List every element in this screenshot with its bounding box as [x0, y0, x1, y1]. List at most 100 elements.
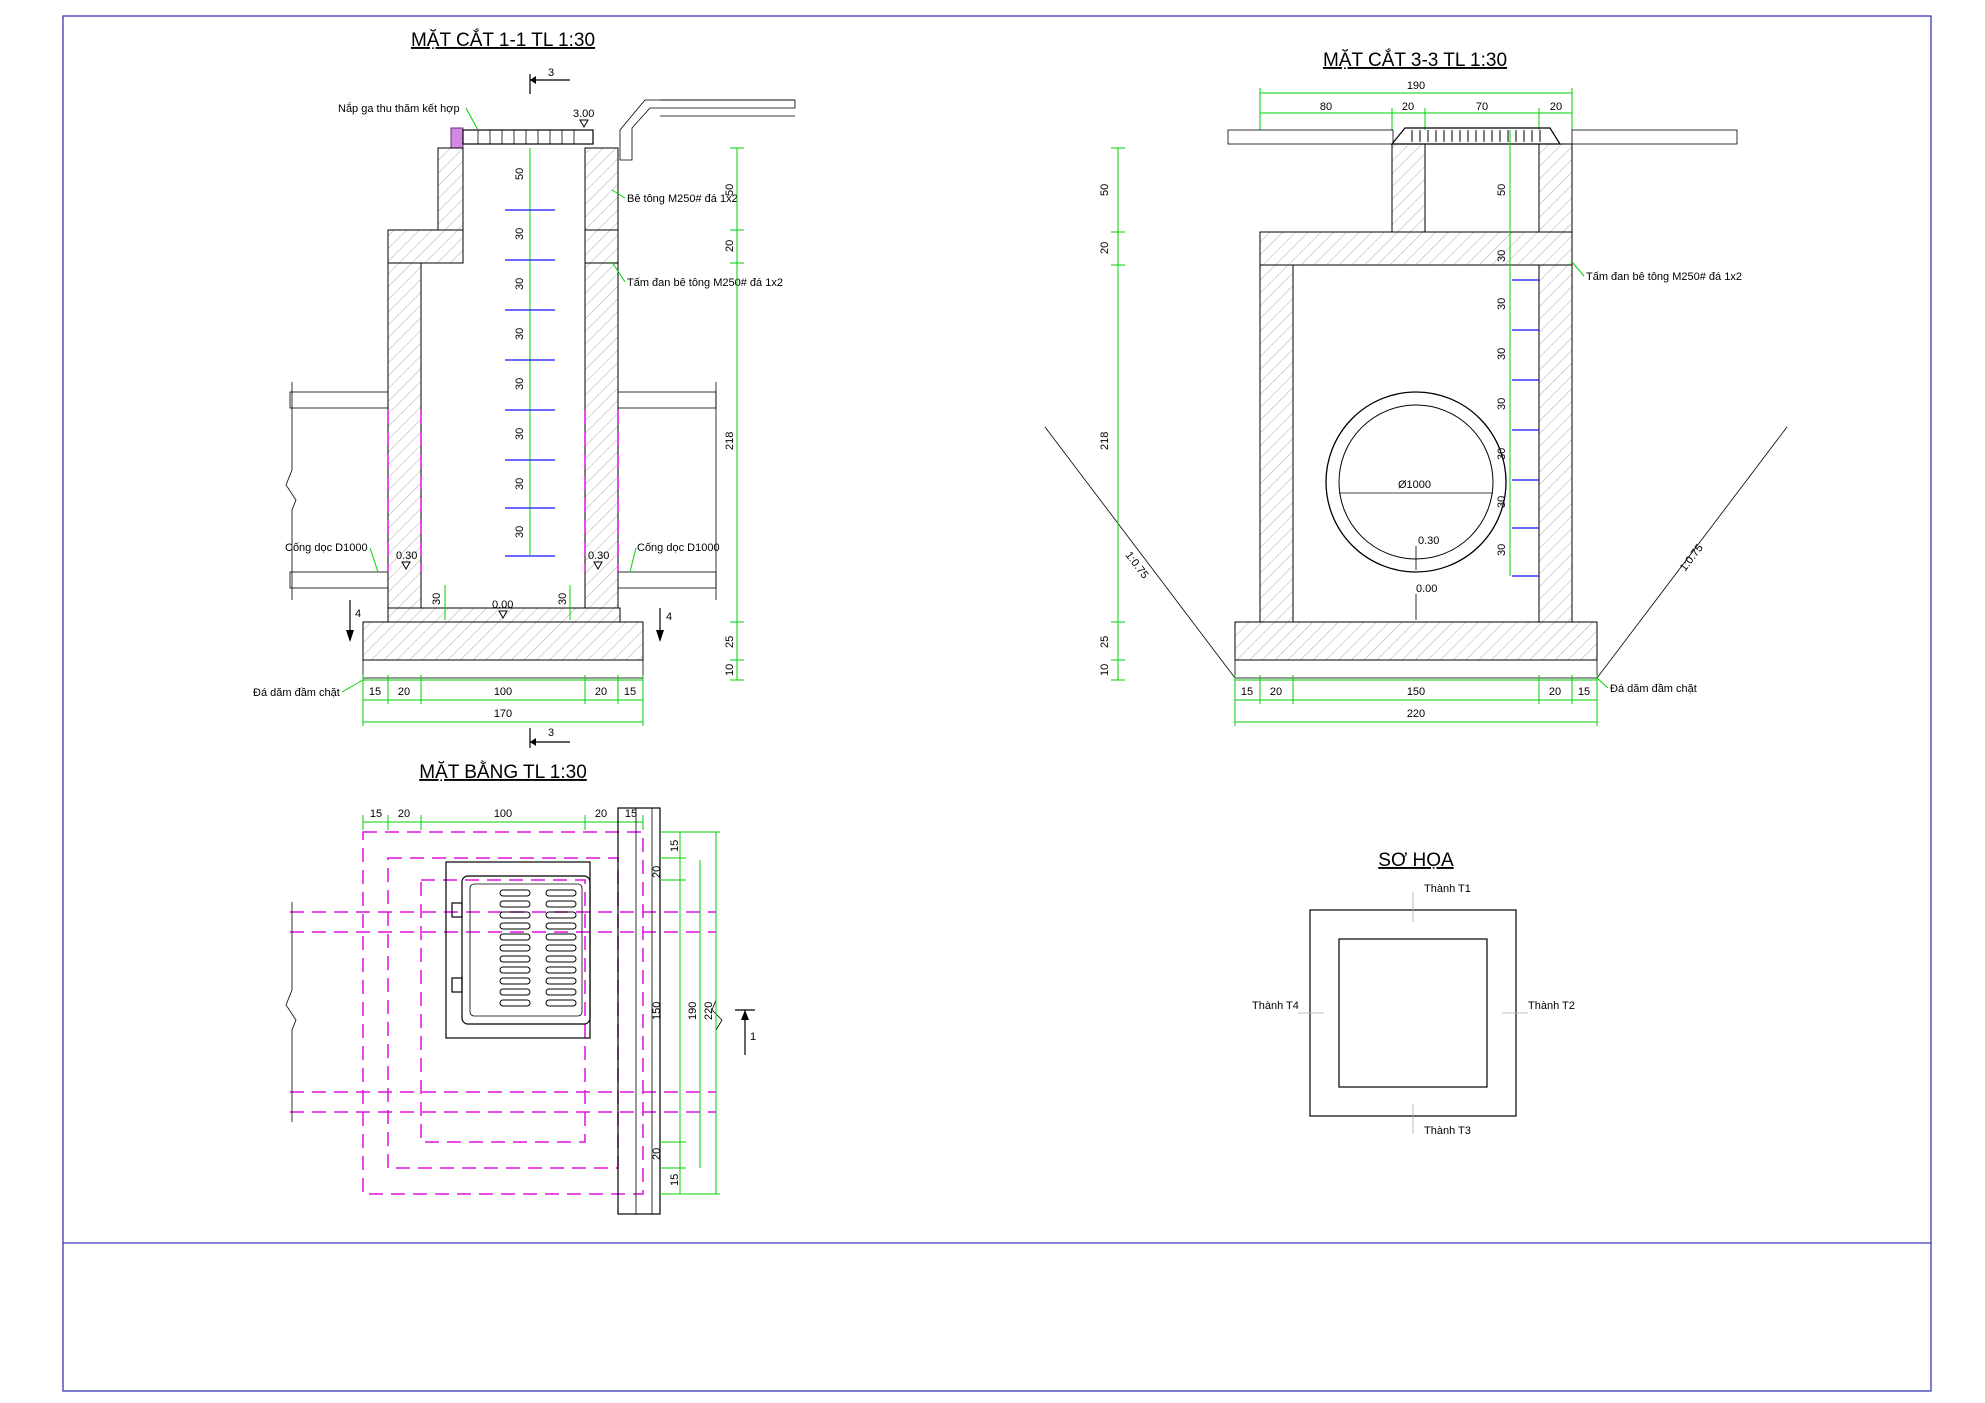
- ladder-dim-3: 30: [1496, 544, 1508, 556]
- top-dim: 20: [1402, 101, 1414, 113]
- elev-bottom-3: 0.00: [1416, 583, 1437, 595]
- bottom-dim: 100: [494, 686, 512, 698]
- elev-right: 0.30: [588, 550, 609, 562]
- section-3-3-title: MẶT CẮT 3-3 TL 1:30: [1323, 49, 1507, 71]
- ladder-dim-3: 30: [1496, 448, 1508, 460]
- plan-right-dim: 20: [651, 1148, 663, 1160]
- ladder-dim: 30: [514, 428, 526, 440]
- cover-handle: [450, 127, 464, 149]
- right-dim: 25: [724, 636, 736, 648]
- left-dim-3: 50: [1099, 184, 1111, 196]
- sketch-t2: Thành T2: [1528, 1000, 1575, 1012]
- bottom-dim: 20: [595, 686, 607, 698]
- top-dim: 70: [1476, 101, 1488, 113]
- sketch-outer: [1309, 909, 1517, 1117]
- ladder-dim: 50: [514, 168, 526, 180]
- plan-top-dim: 100: [494, 808, 512, 820]
- bottom-dim-3: 15: [1241, 686, 1253, 698]
- sheet-border: [62, 15, 1932, 1392]
- bottom-dim: 15: [369, 686, 381, 698]
- plan-dim-220: 220: [703, 1002, 715, 1020]
- bottom-dim-3: 150: [1407, 686, 1425, 698]
- left-dim-3: 10: [1099, 664, 1111, 676]
- sketch-t3: Thành T3: [1424, 1125, 1471, 1137]
- ladder-dim-3: 30: [1496, 496, 1508, 508]
- ladder-dim-3: 30: [1496, 250, 1508, 262]
- elev-bottom: 0.00: [492, 599, 513, 611]
- concrete-label: Bê tông M250# đá 1x2: [627, 193, 738, 205]
- plan-top-dim: 20: [595, 808, 607, 820]
- plan-top-dim: 20: [398, 808, 410, 820]
- bottom-dim-3: 20: [1270, 686, 1282, 698]
- top-dim: 20: [1550, 101, 1562, 113]
- slab-label-3: Tấm đan bê tông M250# đá 1x2: [1586, 271, 1742, 283]
- plan-title: MẶT BẰNG TL 1:30: [419, 761, 587, 783]
- curb-strip: [617, 807, 661, 1215]
- plan-grate-frame: [445, 861, 591, 1039]
- plan-dim-190: 190: [687, 1002, 699, 1020]
- ladder-dim-3: 30: [1496, 348, 1508, 360]
- right-dim: 50: [724, 184, 736, 196]
- top-total: 190: [1407, 80, 1425, 92]
- bottom-dim-3: 20: [1549, 686, 1561, 698]
- plan-top-dim: 15: [625, 808, 637, 820]
- right-dim: 10: [724, 664, 736, 676]
- slope-right: 1:0.75: [1678, 542, 1706, 574]
- elev-left: 0.30: [396, 550, 417, 562]
- section-marker-top: 3: [548, 67, 554, 79]
- top-dim: 80: [1320, 101, 1332, 113]
- pipe-outer: [1325, 391, 1507, 573]
- pipe-diameter: Ø1000: [1398, 479, 1431, 491]
- gravel-label-3: Đá dăm đầm chặt: [1610, 683, 1697, 695]
- bottom-dim: 15: [624, 686, 636, 698]
- slope-left: 1:0.75: [1123, 550, 1151, 582]
- plan-right-dim: 15: [669, 840, 681, 852]
- sketch-t4: Thành T4: [1252, 1000, 1299, 1012]
- elevation-top: 3.00: [573, 108, 594, 120]
- ladder-dim: 30: [514, 278, 526, 290]
- sketch-inner: [1338, 938, 1488, 1088]
- pipe-right-label: Cống dọc D1000: [637, 542, 720, 554]
- section-marker-bottom: 3: [548, 727, 554, 739]
- plan-right-dim: 150: [651, 1002, 663, 1020]
- manhole-cover: [462, 129, 594, 145]
- ladder-dim: 30: [514, 378, 526, 390]
- cover-label: Nắp ga thu thăm kết hợp: [338, 102, 460, 115]
- ladder-dim: 30: [514, 526, 526, 538]
- section-3-3: MẶT CẮT 3-3 TL 1:30 190 80 20 70 20: [1044, 49, 1788, 726]
- marker-left: 4: [355, 608, 361, 620]
- sketch: SƠ HỌA Thành T1 Thành T2 Thành T3 Thành …: [1252, 850, 1575, 1137]
- plan-marker: 1: [750, 1031, 756, 1043]
- pipe-left-label: Cống dọc D1000: [285, 542, 368, 554]
- section-1-1: MẶT CẮT 1-1 TL 1:30 3 Nắp ga thu thăm kế…: [253, 29, 796, 748]
- elev-pipe: 0.30: [1418, 535, 1439, 547]
- ladder-dim: 30: [514, 228, 526, 240]
- marker-right: 4: [666, 611, 672, 623]
- total-width: 170: [494, 708, 512, 720]
- ladder-dim-3: 30: [1496, 398, 1508, 410]
- bottom-dim-3: 15: [1578, 686, 1590, 698]
- slab-label-1: Tấm đan bê tông M250# đá 1x2: [627, 277, 783, 289]
- plan-view: MẶT BẰNG TL 1:30 15 20 100 20 15: [285, 761, 756, 1215]
- right-dim: 218: [724, 432, 736, 450]
- side-dim-right: 30: [557, 593, 569, 605]
- section-1-1-title: MẶT CẮT 1-1 TL 1:30: [411, 29, 595, 51]
- sketch-t1: Thành T1: [1424, 883, 1471, 895]
- ladder-dim-3: 30: [1496, 298, 1508, 310]
- ladder-dim: 30: [514, 328, 526, 340]
- bottom-dim: 20: [398, 686, 410, 698]
- ladder-dim-3: 50: [1496, 184, 1508, 196]
- plan-top-dim: 15: [370, 808, 382, 820]
- left-dim-3: 218: [1099, 432, 1111, 450]
- right-dim: 20: [724, 240, 736, 252]
- left-dim-3: 20: [1099, 242, 1111, 254]
- side-dim-left: 30: [431, 593, 443, 605]
- ladder-dim: 30: [514, 478, 526, 490]
- gravel-label-1: Đá dăm đầm chặt: [253, 687, 340, 699]
- total-width-3: 220: [1407, 708, 1425, 720]
- plan-right-dim: 20: [651, 866, 663, 878]
- plan-right-dim: 15: [669, 1174, 681, 1186]
- sketch-title: SƠ HỌA: [1378, 850, 1454, 871]
- left-dim-3: 25: [1099, 636, 1111, 648]
